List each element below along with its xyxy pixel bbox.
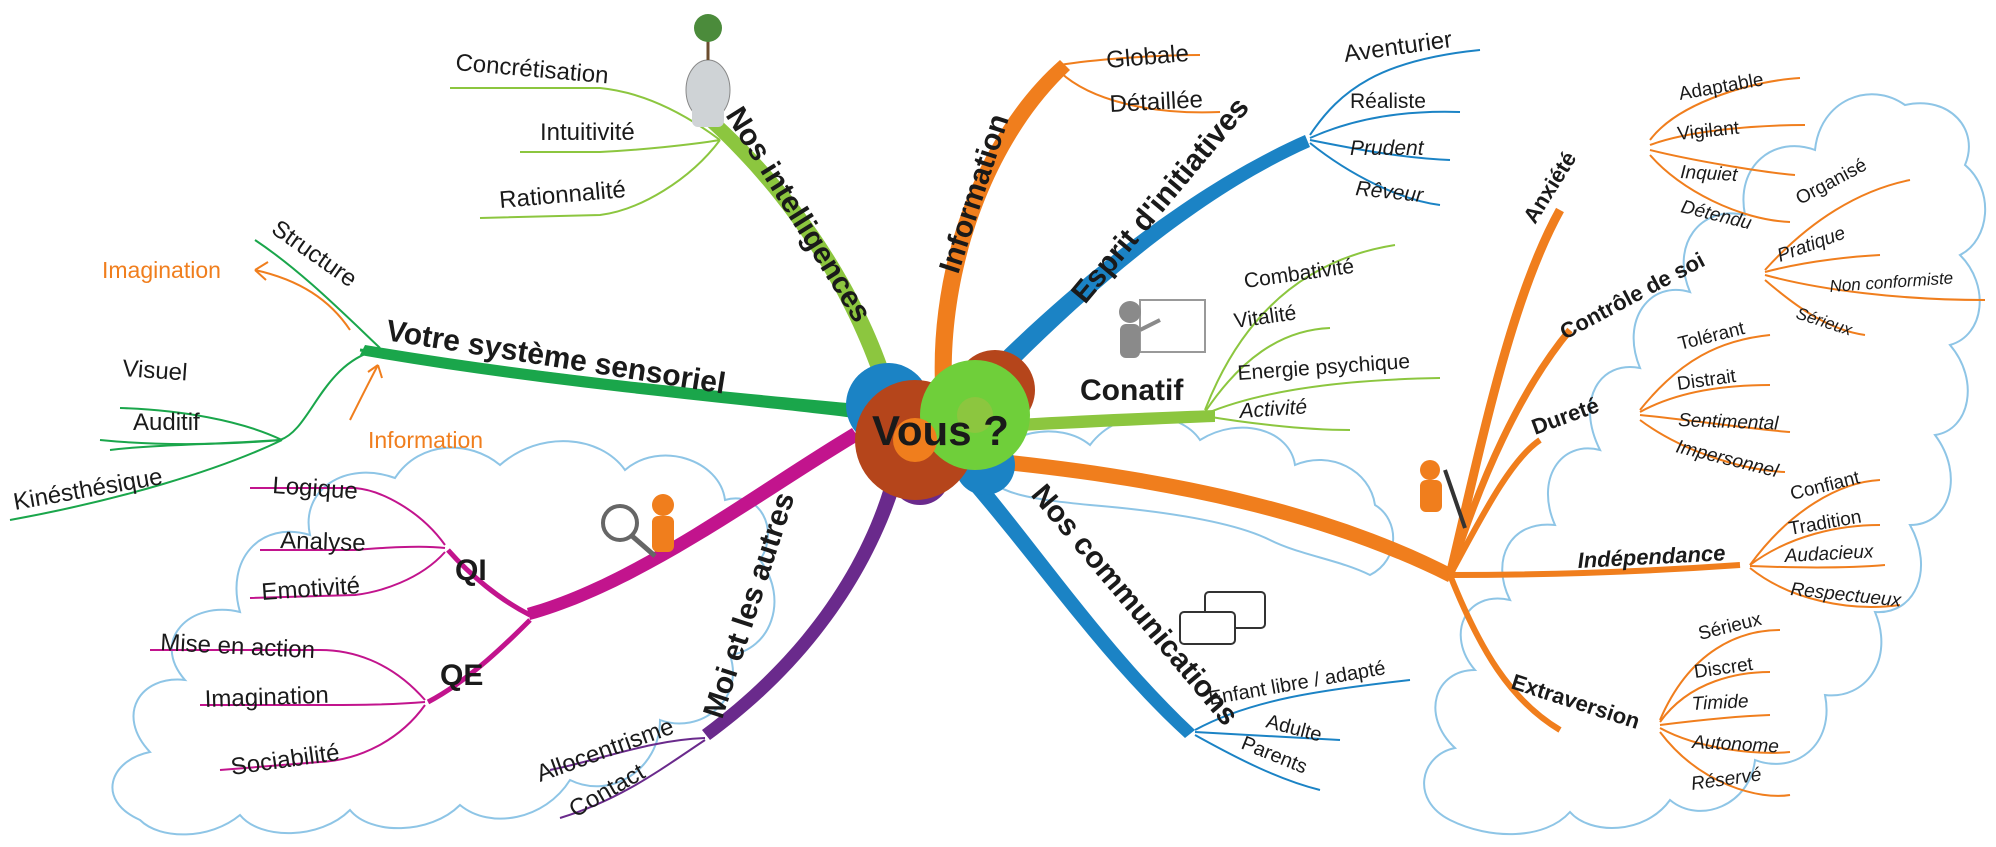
leaf-structure[interactable]: Structure [267,215,362,293]
leaf-timide[interactable]: Timide [1691,691,1749,715]
leaf-activite[interactable]: Activité [1237,395,1308,423]
leaf-rationnalite[interactable]: Rationnalité [498,176,627,214]
leaf-vitalite[interactable]: Vitalité [1232,301,1297,332]
leaf-imagination-qe[interactable]: Imagination [204,682,329,713]
leaf-analyse[interactable]: Analyse [280,527,366,557]
leaf-combativite[interactable]: Combativité [1242,255,1355,293]
leaf-adaptable[interactable]: Adaptable [1677,69,1765,105]
leaf-prudent[interactable]: Prudent [1350,137,1425,160]
leaf-reveur[interactable]: Rêveur [1354,177,1425,207]
leaf-visuel[interactable]: Visuel [122,355,189,386]
leaf-concretisation[interactable]: Concrétisation [454,49,609,89]
branch-durete[interactable]: Dureté [1528,392,1602,439]
branch-qi[interactable]: QI [455,554,487,587]
note-imagination: Imagination [102,257,221,283]
branch-conatif[interactable]: Conatif [1080,374,1184,407]
leaf-vigilant[interactable]: Vigilant [1676,118,1741,145]
head-tree-icon [685,14,731,127]
leaf-enfant[interactable]: Enfant libre / adapté [1207,657,1387,710]
branch-initiatives[interactable]: Esprit d'initiatives [1065,91,1256,309]
branches [359,60,1455,740]
leaf-logique[interactable]: Logique [272,472,359,505]
note-information: Information [368,427,483,453]
branch-anxiete[interactable]: Anxiété [1518,147,1581,228]
leaf-sentimental[interactable]: Sentimental [1678,410,1780,435]
leaf-detaillee[interactable]: Détaillée [1109,86,1204,118]
branch-qe[interactable]: QE [440,659,483,692]
speech-bubbles-icon [1179,591,1266,645]
leaf-adulte[interactable]: Adulte [1264,711,1324,747]
presenter-icon [1119,299,1206,358]
branch-information[interactable]: Information [933,110,1015,277]
center-label: Vous ? [872,407,1009,454]
leaf-audacieux[interactable]: Audacieux [1783,541,1875,567]
personality-trunk [1445,77,1986,797]
cloud-left [111,440,776,836]
branch-intelligences[interactable]: Nos intelligences [719,101,878,328]
leaf-globale[interactable]: Globale [1105,40,1190,74]
leaf-aventurier[interactable]: Aventurier [1342,26,1454,68]
leaf-auditif[interactable]: Auditif [133,409,200,436]
leaf-autonome[interactable]: Autonome [1691,732,1780,758]
center-gears [846,350,1035,505]
magnifier-icon [601,494,674,558]
leaf-kinesthesique[interactable]: Kinésthésique [11,463,164,516]
leaf-realiste[interactable]: Réaliste [1350,90,1426,113]
leaf-intuitivite[interactable]: Intuitivité [540,119,635,146]
writer-icon [1420,460,1467,529]
leaf-inquiet[interactable]: Inquiet [1680,162,1739,186]
note-arrows [254,261,383,421]
leaf-twigs [9,49,1481,819]
